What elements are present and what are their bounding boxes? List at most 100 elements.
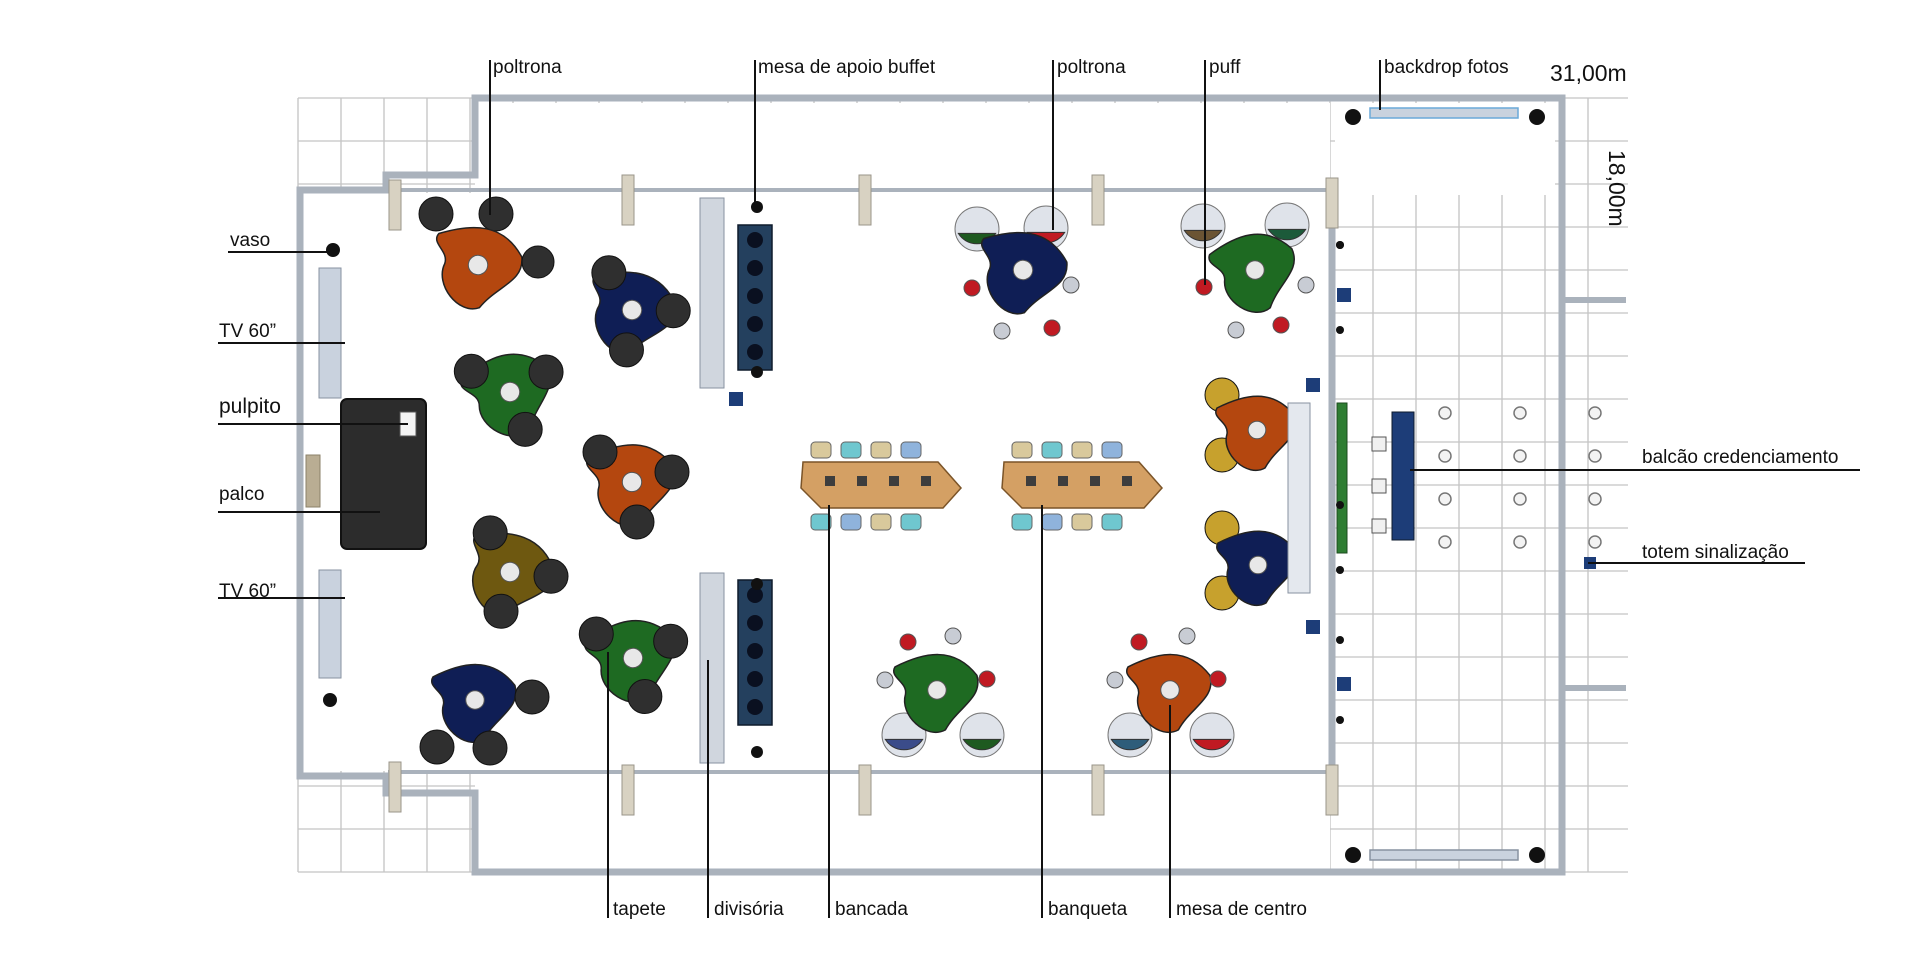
center-table xyxy=(621,299,643,321)
ball-chair xyxy=(1107,712,1153,758)
stool xyxy=(870,441,892,459)
buffet-item xyxy=(747,260,763,276)
counter-stool xyxy=(1371,518,1387,534)
center-table xyxy=(499,381,521,403)
column xyxy=(1325,764,1339,816)
vase xyxy=(1336,326,1344,334)
lounge-rug xyxy=(1125,653,1212,733)
queue-post xyxy=(1438,535,1452,549)
armchair xyxy=(582,434,618,470)
puff xyxy=(1227,321,1245,339)
queue-post xyxy=(1513,406,1527,420)
queue-post xyxy=(1588,492,1602,506)
label-tv-top: TV 60” xyxy=(219,321,277,342)
puff xyxy=(876,671,894,689)
armchair xyxy=(627,679,663,715)
vase xyxy=(1336,501,1344,509)
stool xyxy=(1011,513,1033,531)
label-leader-lines xyxy=(218,60,1860,918)
laptop xyxy=(889,476,899,486)
stool xyxy=(810,513,832,531)
center-table xyxy=(1245,260,1265,280)
center-table xyxy=(465,690,485,710)
stool xyxy=(1011,441,1033,459)
center-table xyxy=(621,471,643,493)
dimension-width: 31,00m xyxy=(1550,60,1627,86)
signage-totem xyxy=(1306,378,1320,392)
center-table xyxy=(622,647,644,669)
stool xyxy=(840,513,862,531)
ball-chair xyxy=(881,712,927,758)
armchair xyxy=(528,354,564,390)
queue-post xyxy=(1588,535,1602,549)
signage-totem xyxy=(1337,677,1351,691)
signage-totem xyxy=(1306,620,1320,634)
label-balcao-credenciamento: balcão credenciamento xyxy=(1642,447,1839,468)
counter-stool xyxy=(1371,478,1387,494)
counter-stool xyxy=(1371,436,1387,452)
label-backdrop-fotos: backdrop fotos xyxy=(1384,57,1509,78)
counter-plant xyxy=(1336,402,1348,554)
stool xyxy=(1071,513,1093,531)
queue-post xyxy=(1513,449,1527,463)
armchair xyxy=(472,730,508,766)
workbench xyxy=(1001,461,1164,509)
center-table xyxy=(1012,259,1034,281)
ball-chair-shell xyxy=(959,712,1005,758)
stool xyxy=(1041,441,1063,459)
puff xyxy=(993,322,1011,340)
label-puff: puff xyxy=(1209,57,1241,78)
laptop xyxy=(921,476,931,486)
armchair xyxy=(521,245,555,279)
puff xyxy=(1209,670,1227,688)
stool xyxy=(1041,513,1063,531)
label-poltrona-left: poltrona xyxy=(493,57,562,78)
lounge-rug xyxy=(430,663,517,743)
puff xyxy=(1178,627,1196,645)
vase xyxy=(751,578,763,590)
center-table xyxy=(499,561,521,583)
column xyxy=(388,761,402,813)
stool xyxy=(1071,441,1093,459)
buffet-item xyxy=(747,699,763,715)
ball-chair-seat xyxy=(1267,228,1307,241)
lounge-rug xyxy=(1208,233,1295,314)
queue-post xyxy=(1588,449,1602,463)
workbench-group xyxy=(800,441,963,531)
photo-backdrop xyxy=(1369,107,1519,119)
column xyxy=(621,764,635,816)
label-poltrona-right: poltrona xyxy=(1057,57,1126,78)
counter-back xyxy=(1287,402,1311,594)
armchair xyxy=(533,558,569,594)
laptop xyxy=(857,476,867,486)
partition xyxy=(699,197,725,389)
label-tv-bottom: TV 60” xyxy=(219,581,277,602)
laptop xyxy=(1026,476,1036,486)
ball-chair-seat xyxy=(884,738,924,751)
stool xyxy=(1101,513,1123,531)
lounge-rug xyxy=(592,271,678,354)
lounge-rug xyxy=(472,532,556,616)
photo-backdrop xyxy=(1369,849,1519,861)
ball-chair-shell xyxy=(1180,203,1226,249)
column xyxy=(621,174,635,226)
lounge-rug xyxy=(981,231,1068,315)
puff xyxy=(899,633,917,651)
stool xyxy=(900,441,922,459)
buffet-item xyxy=(747,344,763,360)
vase xyxy=(751,746,763,758)
vase xyxy=(751,366,763,378)
label-vaso: vaso xyxy=(230,230,271,251)
stool xyxy=(810,441,832,459)
partition xyxy=(699,572,725,764)
vase xyxy=(1529,109,1545,125)
vase xyxy=(1345,847,1361,863)
buffet-item xyxy=(747,587,763,603)
vase xyxy=(1345,109,1361,125)
laptop xyxy=(1122,476,1132,486)
buffet-item xyxy=(747,643,763,659)
buffet-item xyxy=(747,316,763,332)
laptop xyxy=(825,476,835,486)
tv-60-bottom xyxy=(318,569,342,679)
